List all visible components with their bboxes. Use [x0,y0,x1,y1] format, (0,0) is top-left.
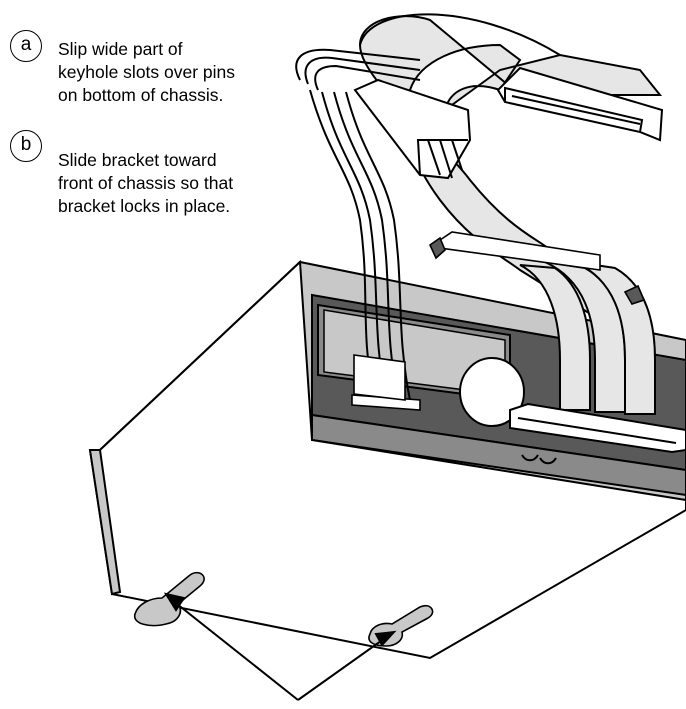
callout-marker-b: b [10,130,42,162]
power-cable-bundle [295,48,421,401]
mounting-bracket [88,259,686,660]
front-ribbon-connector [509,402,686,454]
callout-a-line-1: Slip wide part of [58,39,183,59]
power-cable-tab [351,354,421,411]
callout-marker-a: a [10,30,42,62]
power-connector [353,78,472,180]
callout-b-line-3: bracket locks in place. [58,196,231,216]
callout-a-line-3: on bottom of chassis. [58,85,224,105]
pointer-arrows [163,592,397,701]
drive-hub [459,357,525,427]
callout-b-line-1: Slide bracket toward [58,150,217,170]
rear-ribbon-connector [496,66,664,142]
bracket-pin [428,236,646,305]
callout-a-line-2: keyhole slots over pins [58,62,236,82]
callout-b-line-2: front of chassis so that [58,173,234,193]
